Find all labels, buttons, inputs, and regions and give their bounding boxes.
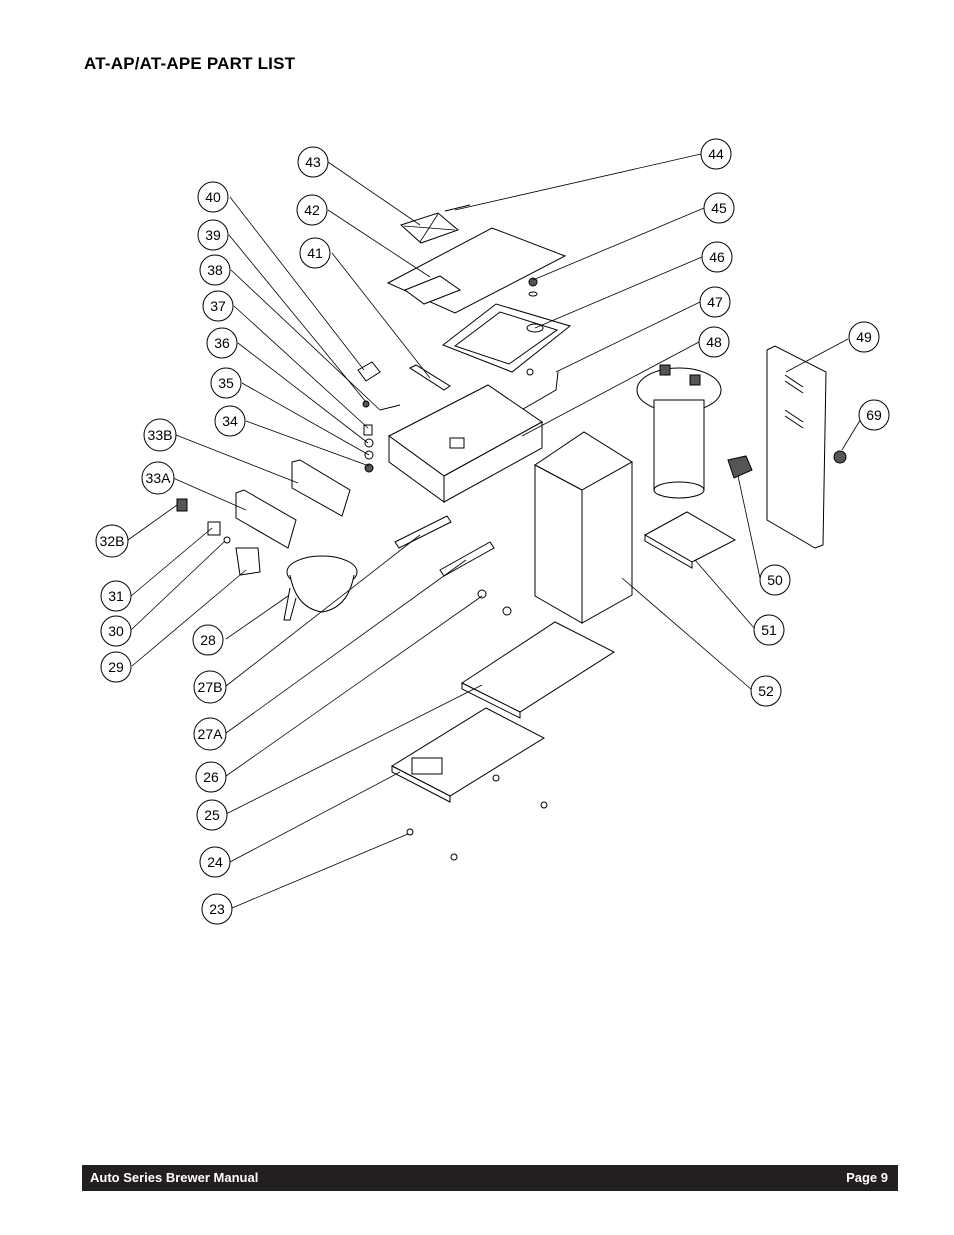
- callout-31: 31: [100, 580, 132, 612]
- part-33a-plate: [235, 489, 297, 549]
- callout-38: 38: [199, 254, 231, 286]
- part-42-lid: [386, 227, 567, 314]
- callout-25: 25: [196, 799, 228, 831]
- svg-text:43: 43: [305, 154, 321, 170]
- svg-text:28: 28: [200, 632, 216, 648]
- svg-text:38: 38: [207, 262, 223, 278]
- part-69-grommet: [833, 450, 847, 464]
- callout-41: 41: [299, 237, 331, 269]
- svg-text:32B: 32B: [100, 533, 125, 549]
- svg-text:49: 49: [856, 329, 872, 345]
- svg-text:41: 41: [307, 245, 323, 261]
- svg-text:37: 37: [210, 298, 226, 314]
- svg-text:33B: 33B: [148, 427, 173, 443]
- svg-text:52: 52: [758, 683, 774, 699]
- svg-text:26: 26: [203, 769, 219, 785]
- svg-text:35: 35: [218, 375, 234, 391]
- svg-text:47: 47: [707, 294, 723, 310]
- part-51-tray: [643, 511, 737, 563]
- callout-33a: 33A: [141, 461, 175, 495]
- svg-text:69: 69: [866, 407, 882, 423]
- callout-47: 47: [699, 286, 731, 318]
- svg-text:30: 30: [108, 623, 124, 639]
- callout-30: 30: [100, 615, 132, 647]
- callout-42: 42: [296, 194, 328, 226]
- callouts: 43 44 40 42 45 39 41 46 38 47 37 48 36 4…: [95, 138, 890, 925]
- callout-37: 37: [202, 290, 234, 322]
- svg-text:34: 34: [222, 413, 238, 429]
- part-32b-switch: [176, 498, 188, 512]
- callout-27b: 27B: [193, 670, 227, 704]
- callout-50: 50: [759, 564, 791, 596]
- part-27a-bracket: [439, 541, 495, 577]
- part-40-block: [357, 361, 381, 382]
- callout-46: 46: [701, 241, 733, 273]
- callout-34: 34: [214, 405, 246, 437]
- svg-text:44: 44: [708, 146, 724, 162]
- svg-text:48: 48: [706, 334, 722, 350]
- part-31-knob: [207, 521, 221, 536]
- part-50-valve: [727, 455, 753, 479]
- part-33b-plate: [291, 459, 351, 517]
- callout-45: 45: [703, 192, 735, 224]
- callout-49: 49: [848, 321, 880, 353]
- part-27b-bracket: [394, 515, 452, 549]
- footer-manual-title: Auto Series Brewer Manual: [90, 1170, 259, 1185]
- part-29-valve: [235, 547, 261, 576]
- svg-text:25: 25: [204, 807, 220, 823]
- svg-text:45: 45: [711, 200, 727, 216]
- parts-artwork: [176, 204, 847, 861]
- svg-text:24: 24: [207, 854, 223, 870]
- svg-text:33A: 33A: [146, 470, 172, 486]
- svg-text:51: 51: [761, 622, 777, 638]
- part-45-fitting: [528, 277, 538, 287]
- callout-52: 52: [750, 675, 782, 707]
- callout-39: 39: [197, 219, 229, 251]
- svg-text:46: 46: [709, 249, 725, 265]
- leader-lines: [127, 153, 863, 909]
- callout-23: 23: [201, 893, 233, 925]
- svg-text:29: 29: [108, 659, 124, 675]
- callout-24: 24: [199, 846, 231, 878]
- callout-27a: 27A: [193, 717, 227, 751]
- svg-text:23: 23: [209, 901, 225, 917]
- svg-text:27A: 27A: [198, 726, 224, 742]
- callout-69: 69: [858, 399, 890, 431]
- callout-33b: 33B: [143, 418, 177, 452]
- svg-text:39: 39: [205, 227, 221, 243]
- callout-44: 44: [700, 138, 732, 170]
- callout-28: 28: [192, 624, 224, 656]
- callout-36: 36: [206, 327, 238, 359]
- footer-page-number: Page 9: [846, 1170, 888, 1185]
- callout-26: 26: [195, 761, 227, 793]
- callout-40: 40: [197, 181, 229, 213]
- callout-43: 43: [297, 146, 329, 178]
- svg-text:31: 31: [108, 588, 124, 604]
- page-footer: Auto Series Brewer Manual Page 9: [82, 1165, 898, 1191]
- svg-text:27B: 27B: [198, 679, 223, 695]
- part-47-tube: [517, 371, 559, 413]
- callout-29: 29: [100, 651, 132, 683]
- part-49-side-panel: [766, 345, 827, 549]
- callout-32b: 32B: [95, 524, 129, 558]
- callout-48: 48: [698, 326, 730, 358]
- callout-35: 35: [210, 367, 242, 399]
- svg-text:40: 40: [205, 189, 221, 205]
- svg-text:50: 50: [767, 572, 783, 588]
- svg-text:36: 36: [214, 335, 230, 351]
- svg-text:42: 42: [304, 202, 320, 218]
- callout-51: 51: [753, 614, 785, 646]
- page-title: AT-AP/AT-APE PART LIST: [84, 54, 296, 73]
